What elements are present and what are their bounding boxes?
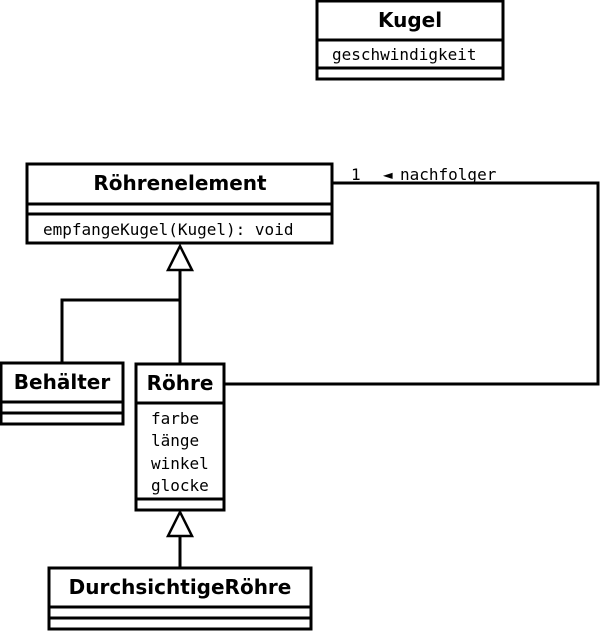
class-roehre: Röhre farbe länge winkel glocke [134, 362, 226, 512]
attribute-laenge: länge [151, 431, 199, 450]
generalization-arrow-rohrenelement [165, 243, 195, 272]
attribute-geschwindigkeit: geschwindigkeit [332, 45, 477, 64]
association-nachfolger-line [224, 181, 600, 386]
class-name-behaelter: Behälter [14, 370, 111, 394]
attribute-farbe: farbe [151, 409, 199, 428]
class-name-kugel: Kugel [378, 8, 442, 32]
method-empfangekugel: empfangeKugel(Kugel): void [43, 220, 293, 239]
class-behaelter: Behälter [0, 361, 125, 426]
class-kugel: Kugel geschwindigkeit [315, 0, 505, 81]
class-name-durchsichtige-roehre: DurchsichtigeRöhre [69, 575, 292, 599]
role-label-nachfolger: nachfolger [400, 165, 497, 184]
multiplicity-label: 1 [351, 165, 361, 184]
attribute-winkel: winkel [151, 454, 209, 473]
class-name-roehre: Röhre [147, 371, 214, 395]
attribute-glocke: glocke [151, 476, 209, 495]
class-name-rohrenelement: Röhrenelement [93, 171, 267, 195]
class-rohrenelement: Röhrenelement empfangeKugel(Kugel): void [25, 162, 334, 245]
class-durchsichtige-roehre: DurchsichtigeRöhre [47, 566, 313, 631]
generalization-arrow-roehre [165, 509, 195, 538]
inheritance-line-behaelter [60, 298, 180, 364]
navigation-arrow: ◄ [383, 165, 393, 184]
